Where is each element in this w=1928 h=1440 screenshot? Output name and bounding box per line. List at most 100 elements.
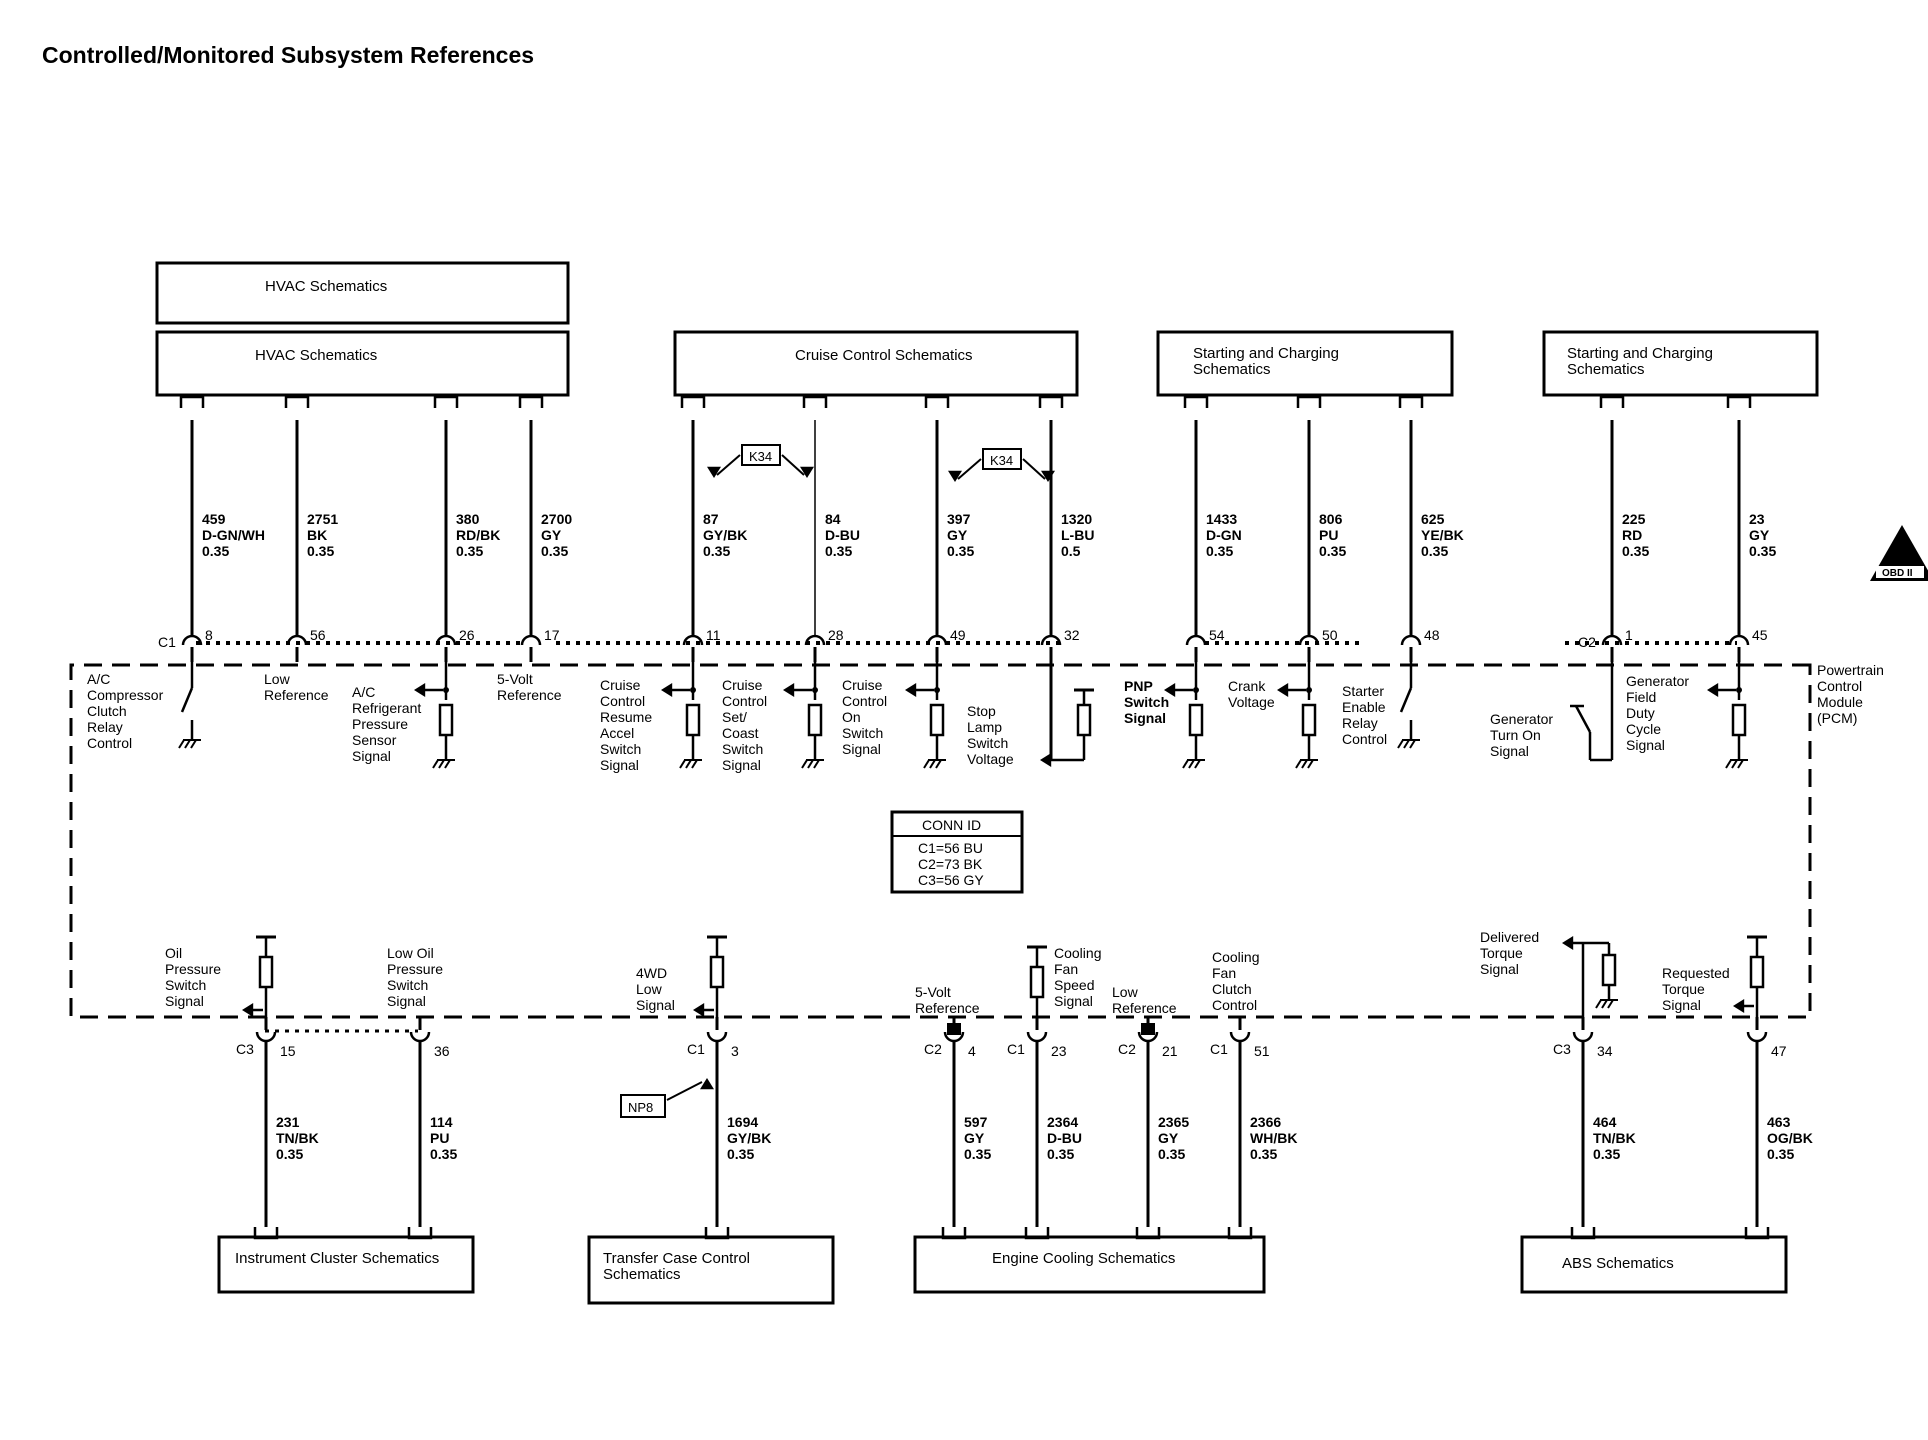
- signal-label: Compressor: [87, 687, 164, 703]
- signal-label: Enable: [1342, 699, 1386, 715]
- signal-label: Cruise: [722, 677, 763, 693]
- wire-color: GY/BK: [727, 1130, 771, 1146]
- signal-arrow-icon: [783, 683, 795, 697]
- connector-top-icon: [284, 395, 310, 408]
- connector-id: C2: [924, 1041, 942, 1057]
- signal-arrow-icon: [1562, 936, 1574, 950]
- circuit-number: 397: [947, 511, 971, 527]
- pin-number: 15: [280, 1043, 296, 1059]
- pin-number: 1: [1625, 627, 1633, 643]
- signal-label: PNP: [1124, 678, 1153, 694]
- signal-arrow-icon: [1277, 683, 1289, 697]
- signal-label: Field: [1626, 689, 1656, 705]
- schematic-box-label: HVAC Schematics: [265, 278, 387, 295]
- pin-number: 26: [459, 627, 475, 643]
- schematic-box-hvac1: [155, 261, 570, 325]
- signal-label: Low Oil: [387, 945, 434, 961]
- schematic-box-start1: [1156, 330, 1454, 397]
- tag-pointer: [1022, 458, 1046, 480]
- connector-top-icon: [1038, 395, 1064, 408]
- circuit-number: 231: [276, 1114, 300, 1130]
- resistor-icon: [685, 703, 701, 737]
- signal-label: Cruise: [600, 677, 641, 693]
- tag-arrow-icon: [800, 466, 814, 478]
- signal-label: On: [842, 709, 861, 725]
- schematic-box-label: Schematics: [1193, 361, 1271, 378]
- signal-label: Set/: [722, 709, 747, 725]
- wire-color: L-BU: [1061, 527, 1094, 543]
- wire-size: 0.35: [1421, 543, 1448, 559]
- signal-arrow-icon: [1040, 753, 1052, 767]
- schematic-box-cruise: [673, 330, 1079, 397]
- circuit-number: 2700: [541, 511, 572, 527]
- wire-size: 0.35: [1593, 1146, 1620, 1162]
- ground-icon: [1595, 999, 1618, 1009]
- signal-label: Signal: [722, 757, 761, 773]
- pin-number: 56: [310, 627, 326, 643]
- signal-label: Low: [264, 671, 291, 687]
- junction-dot: [934, 687, 940, 693]
- tag-pointer: [781, 454, 805, 476]
- wire-color: GY: [541, 527, 562, 543]
- circuit-number: 2366: [1250, 1114, 1281, 1130]
- connector-top-icon: [1726, 395, 1752, 408]
- circuit-number: 2365: [1158, 1114, 1189, 1130]
- wire-color: PU: [1319, 527, 1338, 543]
- connector-pin-icon: [286, 634, 308, 646]
- resistor-icon: [1301, 703, 1317, 737]
- ground-icon: [432, 759, 455, 769]
- connector-pin-icon: [1185, 634, 1207, 646]
- connector-id: C3: [1553, 1041, 1571, 1057]
- wire-color: GY: [1158, 1130, 1179, 1146]
- signal-label: Voltage: [1228, 694, 1275, 710]
- signal-label: Pressure: [352, 716, 408, 732]
- connector-pad-icon: [1141, 1023, 1155, 1035]
- tag-arrow-icon: [700, 1078, 714, 1090]
- connector-bottom-icon: [1024, 1227, 1050, 1240]
- signal-arrow-icon: [661, 683, 673, 697]
- connector-top-icon: [1296, 395, 1322, 408]
- signal-label: Delivered: [1480, 929, 1539, 945]
- conn-id-line: C1=56 BU: [918, 840, 983, 856]
- signal-label: Signal: [387, 993, 426, 1009]
- circuit-number: 1694: [727, 1114, 758, 1130]
- schematic-box-label: Transfer Case Control: [603, 1250, 750, 1267]
- connector-pin-icon: [255, 1031, 277, 1043]
- switch-contact: [1574, 705, 1592, 733]
- connector-bottom-icon: [941, 1227, 967, 1240]
- connector-pin-icon: [926, 634, 948, 646]
- pin-number: 34: [1597, 1043, 1613, 1059]
- wire-size: 0.35: [456, 543, 483, 559]
- signal-label: 5-Volt: [497, 671, 533, 687]
- signal-label: Cooling: [1212, 949, 1259, 965]
- wire-color: TN/BK: [276, 1130, 319, 1146]
- pin-number: 21: [1162, 1043, 1178, 1059]
- ground-icon: [923, 759, 946, 769]
- connector-pin-icon: [520, 634, 542, 646]
- connector-id: C2: [1118, 1041, 1136, 1057]
- signal-label: Fan: [1054, 961, 1078, 977]
- connector-bottom-icon: [1570, 1227, 1596, 1240]
- obd-badge-label: OBD II: [1882, 568, 1913, 579]
- pin-number: 51: [1254, 1043, 1270, 1059]
- signal-label: Resume: [600, 709, 652, 725]
- connector-pin-icon: [1040, 634, 1062, 646]
- junction-dot: [443, 687, 449, 693]
- circuit-number: 464: [1593, 1114, 1617, 1130]
- option-tag: [741, 444, 781, 466]
- conn-id-line: C2=73 BK: [918, 856, 983, 872]
- pin-number: 54: [1209, 627, 1225, 643]
- signal-label: Voltage: [967, 751, 1014, 767]
- pin-number: 49: [950, 627, 966, 643]
- signal-label: Pressure: [387, 961, 443, 977]
- signal-label: Coast: [722, 725, 759, 741]
- resistor-icon: [1601, 953, 1617, 987]
- signal-label: Clutch: [1212, 981, 1252, 997]
- signal-label: Switch: [1124, 694, 1169, 710]
- wire-size: 0.5: [1061, 543, 1081, 559]
- wire-color: PU: [430, 1130, 449, 1146]
- option-tag-label: NP8: [628, 1100, 653, 1115]
- pin-number: 23: [1051, 1043, 1067, 1059]
- pcm-label: Powertrain: [1817, 662, 1884, 678]
